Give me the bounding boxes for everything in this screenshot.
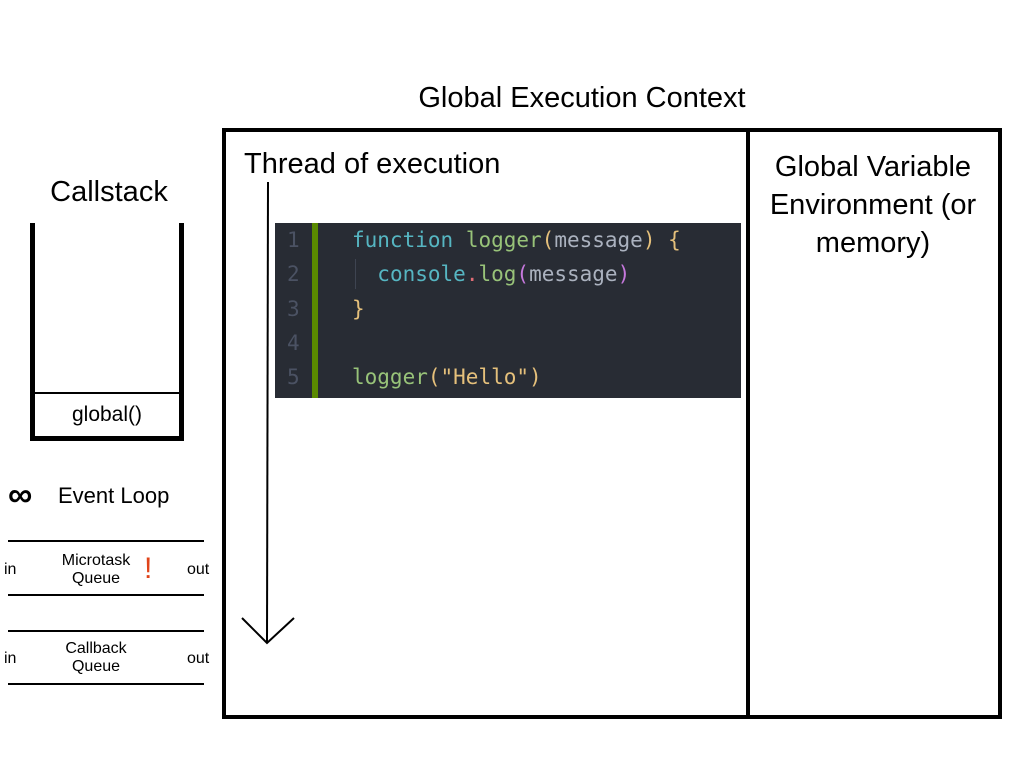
gutter-marker [312, 223, 318, 398]
microtask-queue-name: Microtask Queue [50, 552, 142, 588]
callback-queue-bottom-line [8, 683, 204, 685]
callstack-right-wall [179, 223, 184, 440]
code-token [453, 228, 466, 252]
microtask-queue-name-line-1: Microtask [61, 552, 131, 569]
code-token: . [465, 262, 479, 286]
code-text: function logger(message) { [352, 223, 681, 257]
code-line: 3} [275, 292, 741, 326]
microtask-queue-in-label: in [4, 561, 17, 578]
code-token: "Hello" [440, 365, 530, 389]
callstack-frame-global: global() [71, 403, 143, 426]
line-number: 5 [287, 365, 300, 389]
code-token: message [529, 262, 618, 286]
callback-queue-top-line [8, 630, 204, 632]
code-token: ( [427, 365, 441, 389]
code-token: logger [465, 228, 542, 252]
callstack-left-wall [30, 223, 35, 440]
microtask-queue-name-line-2: Queue [71, 570, 121, 587]
line-number: 4 [287, 331, 300, 355]
code-token: console [377, 262, 466, 286]
callback-queue-name-line-2: Queue [71, 658, 121, 675]
gec-divider [746, 130, 750, 715]
code-text: } [352, 292, 365, 326]
line-number: 1 [287, 228, 300, 252]
callback-queue-name: Callback Queue [50, 640, 142, 676]
priority-exclamation-icon: ! [144, 552, 153, 585]
code-token: ) [642, 228, 656, 252]
callback-queue-out-label: out [187, 650, 210, 667]
line-number: 2 [287, 262, 300, 286]
code-text: console.log(message) [352, 257, 630, 291]
code-token: ( [541, 228, 555, 252]
code-token: ( [516, 262, 530, 286]
callback-queue-name-line-1: Callback [65, 640, 127, 657]
code-token: log [478, 262, 517, 286]
code-line: 2 console.log(message) [275, 257, 741, 291]
gve-title-line-3: memory) [815, 227, 931, 259]
code-token: } [352, 297, 365, 321]
code-token [656, 228, 669, 252]
code-token: logger [352, 365, 428, 389]
code-line: 1 function logger(message) { [275, 223, 741, 257]
event-loop-label: Event Loop [58, 483, 170, 508]
arrow-down-icon [241, 182, 295, 645]
thread-of-execution-title: Thread of execution [244, 148, 501, 180]
code-token: function [352, 228, 454, 252]
code-token: ) [617, 262, 631, 286]
gve-title-line-2: Environment (or [769, 189, 977, 221]
gve-title-line-1: Global Variable [774, 151, 972, 183]
microtask-queue-out-label: out [187, 561, 210, 578]
callstack-title: Callstack [50, 176, 168, 208]
callstack-bottom [30, 436, 184, 441]
microtask-queue-bottom-line [8, 594, 204, 596]
callstack-frame-divider [33, 392, 181, 394]
code-line: 4 [275, 326, 741, 360]
code-token: { [668, 228, 681, 252]
thread-arrow-shaft [266, 182, 269, 644]
line-number: 3 [287, 297, 300, 321]
indent-guide [355, 259, 356, 289]
global-variable-environment-title: Global Variable Environment (or memory) [752, 148, 994, 262]
code-text: logger("Hello") [352, 360, 542, 394]
callback-queue-in-label: in [4, 650, 17, 667]
code-token: message [554, 228, 643, 252]
global-execution-context-title: Global Execution Context [418, 82, 746, 114]
code-token: ) [529, 365, 542, 389]
thread-arrow-head [241, 617, 295, 645]
code-line: 5 logger("Hello") [275, 360, 741, 394]
infinity-icon: ∞ [8, 476, 33, 514]
global-execution-context-box [222, 128, 1002, 719]
microtask-queue-top-line [8, 540, 204, 542]
